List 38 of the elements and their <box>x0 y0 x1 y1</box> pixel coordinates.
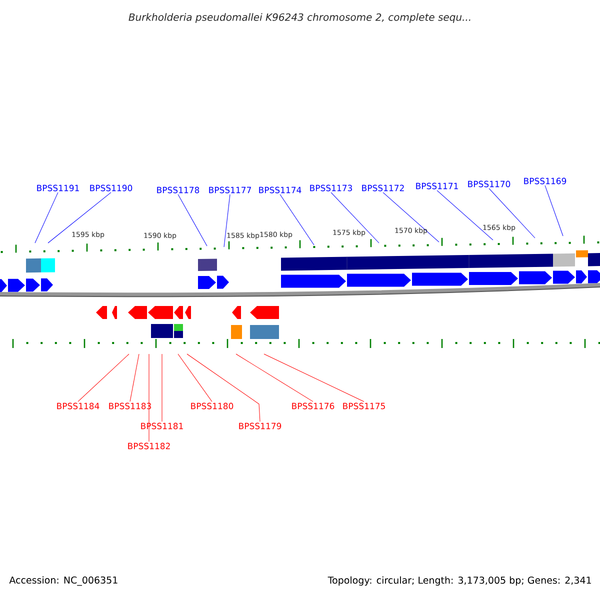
gene-label: BPSS1183 <box>109 402 151 410</box>
gene-label: BPSS1169 <box>524 178 566 184</box>
gene-label: BPSS1181 <box>141 422 183 430</box>
leader-line <box>34 192 58 244</box>
leader-line <box>224 194 230 248</box>
summary-text: Topology: circular; Length: 3,173,005 bp; Genes: 2,341 <box>328 576 591 586</box>
gene-label: BPSS1180 <box>191 402 234 410</box>
gene-label: BPSS1190 <box>90 184 132 192</box>
gene-label: BPSS1173 <box>310 184 352 192</box>
leader-line <box>130 354 140 402</box>
leader-line <box>488 188 536 238</box>
leader-line <box>264 354 364 402</box>
leader-line <box>382 192 440 242</box>
leader-line <box>186 354 260 422</box>
leader-line <box>236 354 314 402</box>
gene-label: BPSS1174 <box>259 186 302 194</box>
accession-text: Accession: NC_006351 <box>9 576 118 586</box>
gene-label: BPSS1182 <box>128 442 170 450</box>
leader-line <box>280 194 314 246</box>
leader-line <box>330 192 380 244</box>
gene-label: BPSS1177 <box>209 186 251 194</box>
gene-label: BPSS1175 <box>343 402 385 410</box>
leader-line <box>178 194 208 246</box>
gene-label: BPSS1179 <box>239 422 282 430</box>
leader-line <box>544 185 564 236</box>
gene-label: BPSS1178 <box>157 186 200 194</box>
gene-label: BPSS1170 <box>468 180 510 188</box>
gene-label: BPSS1176 <box>292 402 334 410</box>
gene-label: BPSS1191 <box>37 184 79 192</box>
gene-label: BPSS1171 <box>416 182 458 190</box>
title: Burkholderia pseudomallei K96243 chromosome 2, complete sequ... <box>128 13 470 23</box>
leader-line <box>436 190 494 240</box>
leader-line <box>148 354 150 442</box>
leader-line <box>78 354 130 402</box>
gene-label: BPSS1184 <box>57 402 100 410</box>
gene-label: BPSS1172 <box>362 184 404 192</box>
leader-line <box>48 192 112 244</box>
leader-line <box>178 354 212 402</box>
